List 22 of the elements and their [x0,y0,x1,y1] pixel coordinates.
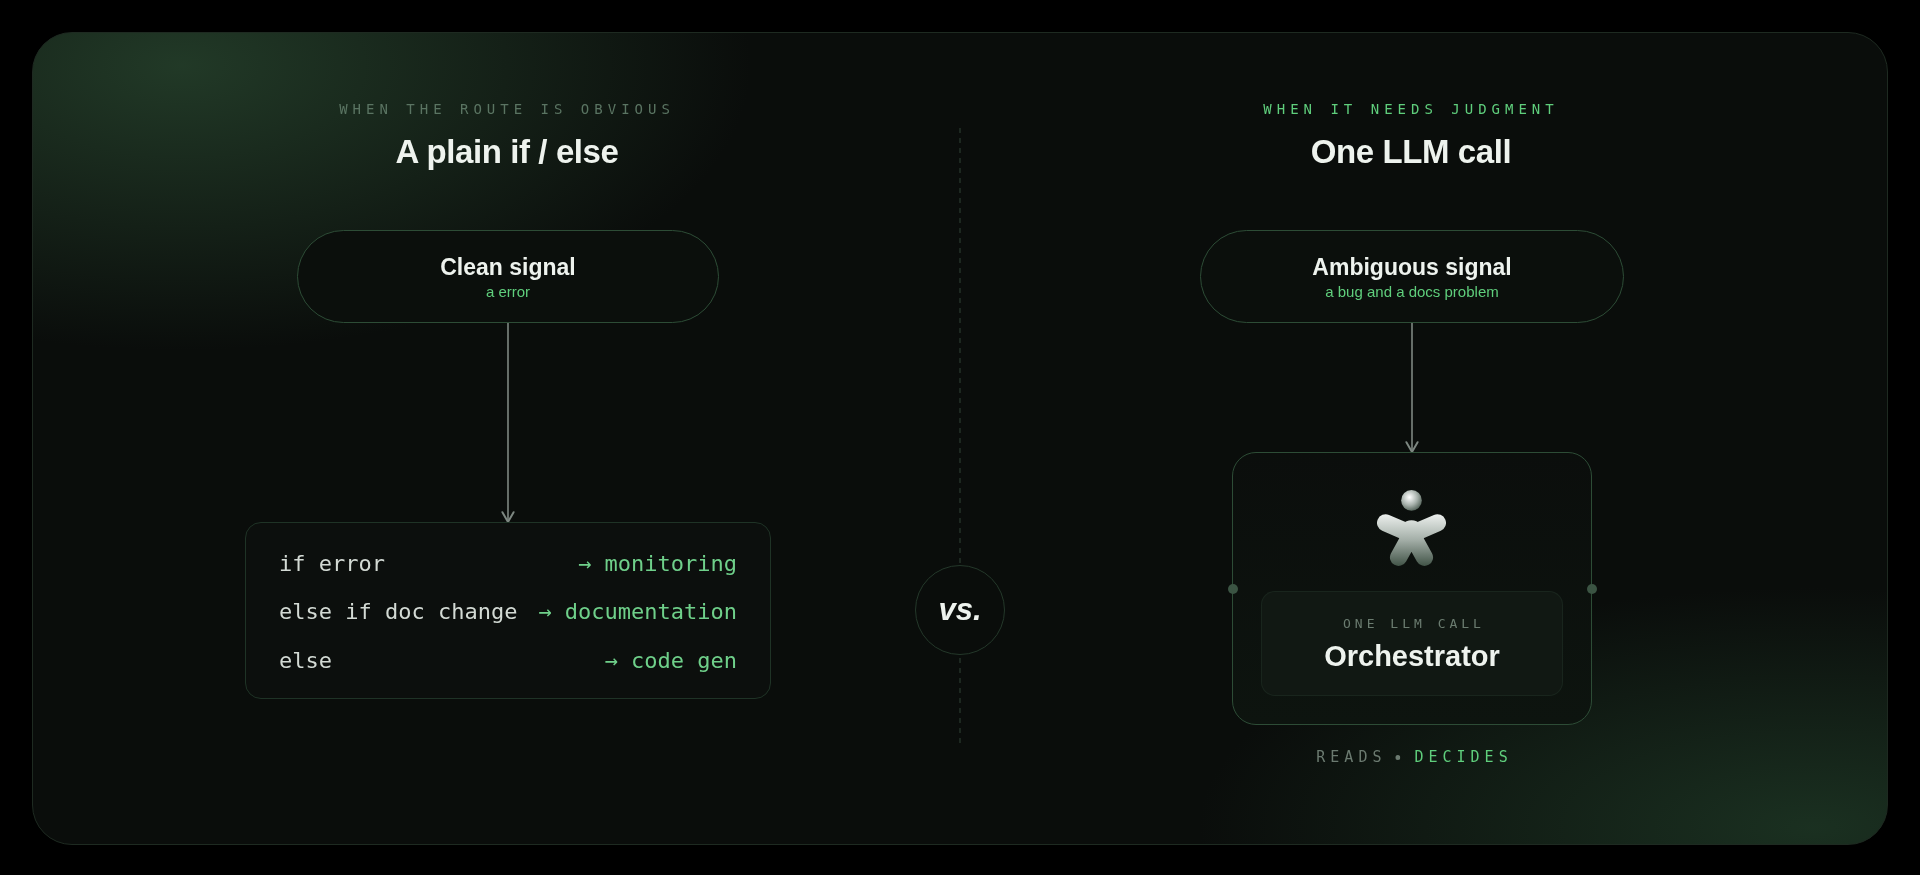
pill-title: Clean signal [440,252,576,282]
section-title: A plain if / else [395,133,619,171]
pill-subtitle: a error [485,281,531,302]
arrow [1405,322,1419,453]
code-route: → monitoring [578,550,737,576]
card-title: Orchestrator [1324,638,1500,674]
code-route: → code gen [604,647,737,673]
code-route: → documentation [538,599,737,625]
versus-text: vs. [938,592,982,628]
card-eyebrow: ONE LLM CALL [1343,614,1485,633]
step-label: READS [1316,748,1387,766]
section-eyebrow: WHEN THE ROUTE IS OBVIOUS [339,101,675,117]
code-panel [245,522,771,699]
section-title: One LLM call [1310,133,1512,171]
code-condition: if error [279,550,385,576]
code-condition: else [279,647,332,673]
section-eyebrow: WHEN IT NEEDS JUDGMENT [1263,101,1559,117]
step-label: DECIDES [1414,748,1513,766]
code-condition: else if doc change [279,599,518,625]
pill-title: Ambiguous signal [1312,252,1512,282]
arrow [501,322,515,523]
pill-subtitle: a bug and a docs problem [1325,281,1499,302]
